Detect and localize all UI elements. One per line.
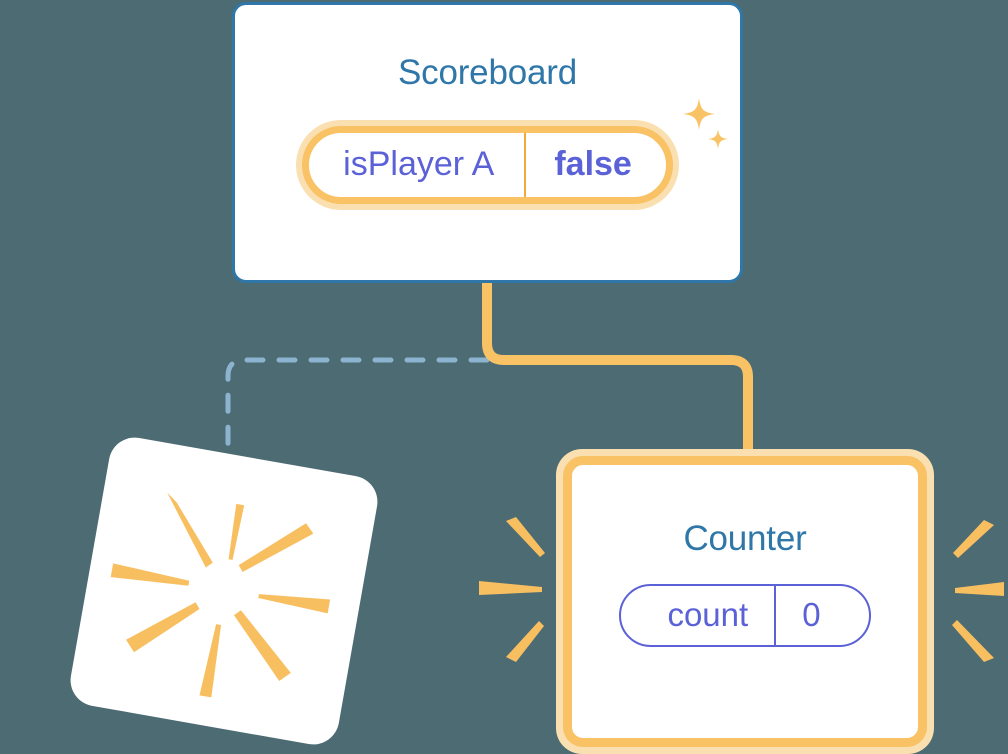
- burst-ray: [167, 492, 213, 568]
- scoreboard-state-pill[interactable]: isPlayer A false: [296, 120, 679, 210]
- burst-ray: [238, 523, 314, 572]
- burst-ray: [953, 520, 994, 558]
- burst-ray: [233, 610, 291, 681]
- card-counter-inner: Counter count 0: [563, 456, 927, 747]
- burst-right-rays-icon: [952, 520, 1004, 662]
- burst-ray: [506, 621, 544, 662]
- scoreboard-state-key: isPlayer A: [343, 145, 495, 183]
- burst-ray: [110, 563, 190, 586]
- burst-ray: [126, 602, 200, 653]
- burst-ray: [955, 582, 1004, 596]
- scoreboard-pill-divider: [524, 133, 527, 197]
- burst-ray: [506, 517, 545, 557]
- counter-title: Counter: [683, 519, 807, 558]
- card-counter[interactable]: Counter count 0: [556, 449, 934, 754]
- burst-ray: [228, 503, 245, 561]
- counter-state-key: count: [667, 596, 749, 633]
- burst-ray: [258, 594, 331, 614]
- burst-ray: [479, 581, 542, 595]
- card-scoreboard[interactable]: Scoreboard isPlayer A false: [232, 2, 743, 283]
- burst-center-rays-icon: [110, 492, 331, 698]
- scoreboard-state-value: false: [554, 145, 632, 183]
- counter-state-pill[interactable]: count 0: [619, 584, 871, 647]
- scoreboard-state-pill-inner: isPlayer A false: [302, 126, 673, 204]
- burst-ray: [199, 624, 222, 698]
- burst-ray: [952, 620, 994, 662]
- counter-state-value: 0: [802, 596, 821, 633]
- burst-left-rays-icon: [479, 517, 545, 662]
- card-blank-rerendered[interactable]: [66, 433, 382, 749]
- connector-scoreboard-to-counter: [482, 281, 753, 470]
- scoreboard-title: Scoreboard: [398, 53, 577, 92]
- counter-pill-divider: [774, 586, 777, 645]
